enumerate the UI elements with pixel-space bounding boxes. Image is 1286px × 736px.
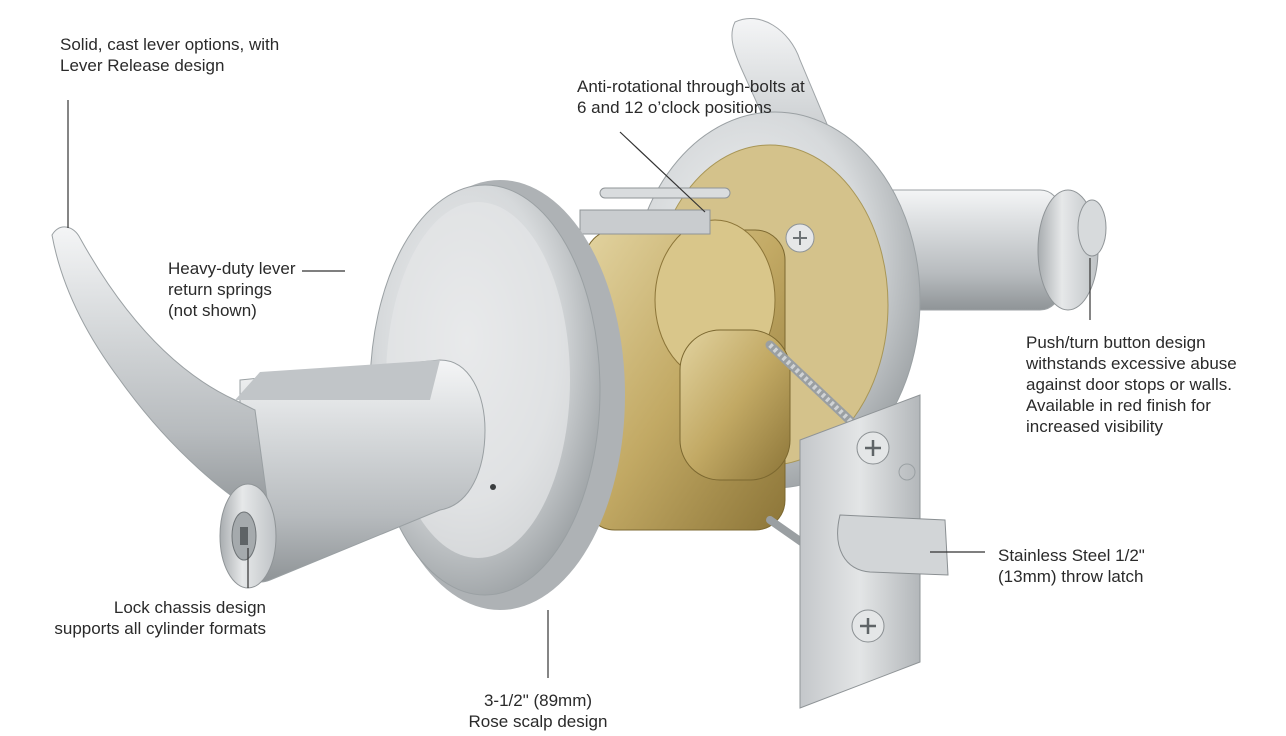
callout-return-springs: Heavy-duty lever return springs (not sho… [168,258,296,321]
callout-through-bolts: Anti-rotational through-bolts at 6 and 1… [577,76,805,118]
callout-throw-latch: Stainless Steel 1/2" (13mm) throw latch [998,545,1145,587]
callout-line: increased visibility [1026,417,1163,436]
leader-lines [67,100,1091,678]
callout-line: Available in red finish for [1026,396,1211,415]
callout-line: Solid, cast lever options, with [60,35,280,54]
callout-lock-chassis: Lock chassis design supports all cylinde… [54,597,266,639]
callout-line: 3-1/2" (89mm) [483,691,593,710]
lock-chassis [579,187,791,531]
callout-line: 6 and 12 o’clock positions [577,98,772,117]
latch-faceplate [799,394,949,709]
callout-line: Lock chassis design [113,598,266,617]
front-lever [51,226,496,589]
callout-line: supports all cylinder formats [54,619,266,638]
callout-line: (13mm) throw latch [998,567,1144,586]
callout-line: return springs [168,280,272,299]
callout-line: Heavy-duty lever [168,259,296,278]
callout-line: Anti-rotational through-bolts at [577,77,805,96]
callout-push-button: Push/turn button design withstands exces… [1026,332,1237,437]
callout-line: withstands excessive abuse [1026,354,1237,373]
callout-line: (not shown) [168,301,257,320]
leader-bolts [619,131,706,213]
callout-line: Stainless Steel 1/2" [998,546,1145,565]
callout-line: Rose scalp design [468,712,608,731]
callout-line: Push/turn button design [1026,333,1206,352]
callout-rose-design: 3-1/2" (89mm) Rose scalp design [408,690,668,732]
callout-lever-options: Solid, cast lever options, with Lever Re… [60,34,279,76]
callout-line: against door stops or walls. [1026,375,1232,394]
callout-line: Lever Release design [60,56,225,75]
